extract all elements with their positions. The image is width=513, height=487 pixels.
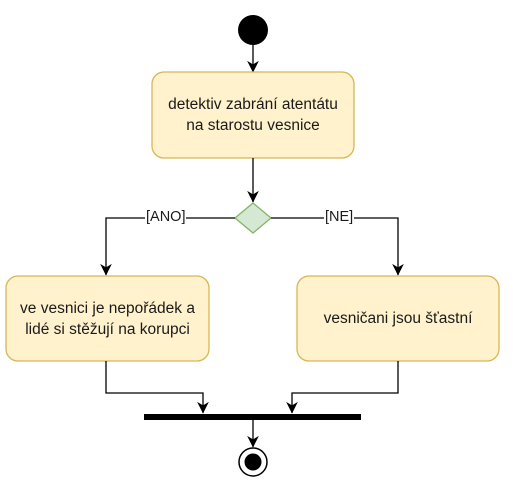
edge-decision-to-right xyxy=(271,217,404,276)
guard-yes-label: [ANO] xyxy=(145,209,187,225)
edge-right-to-join xyxy=(286,361,399,414)
decision-node xyxy=(233,202,273,234)
action-right-box xyxy=(296,275,500,362)
final-node-center xyxy=(244,453,262,471)
action-left-box xyxy=(5,275,210,362)
action-main-box xyxy=(151,71,355,159)
join-bar xyxy=(144,414,361,420)
initial-node xyxy=(238,15,268,45)
guard-no-label: [NE] xyxy=(324,209,355,225)
edge-decision-to-left xyxy=(100,217,235,276)
edge-left-to-join xyxy=(105,361,209,414)
